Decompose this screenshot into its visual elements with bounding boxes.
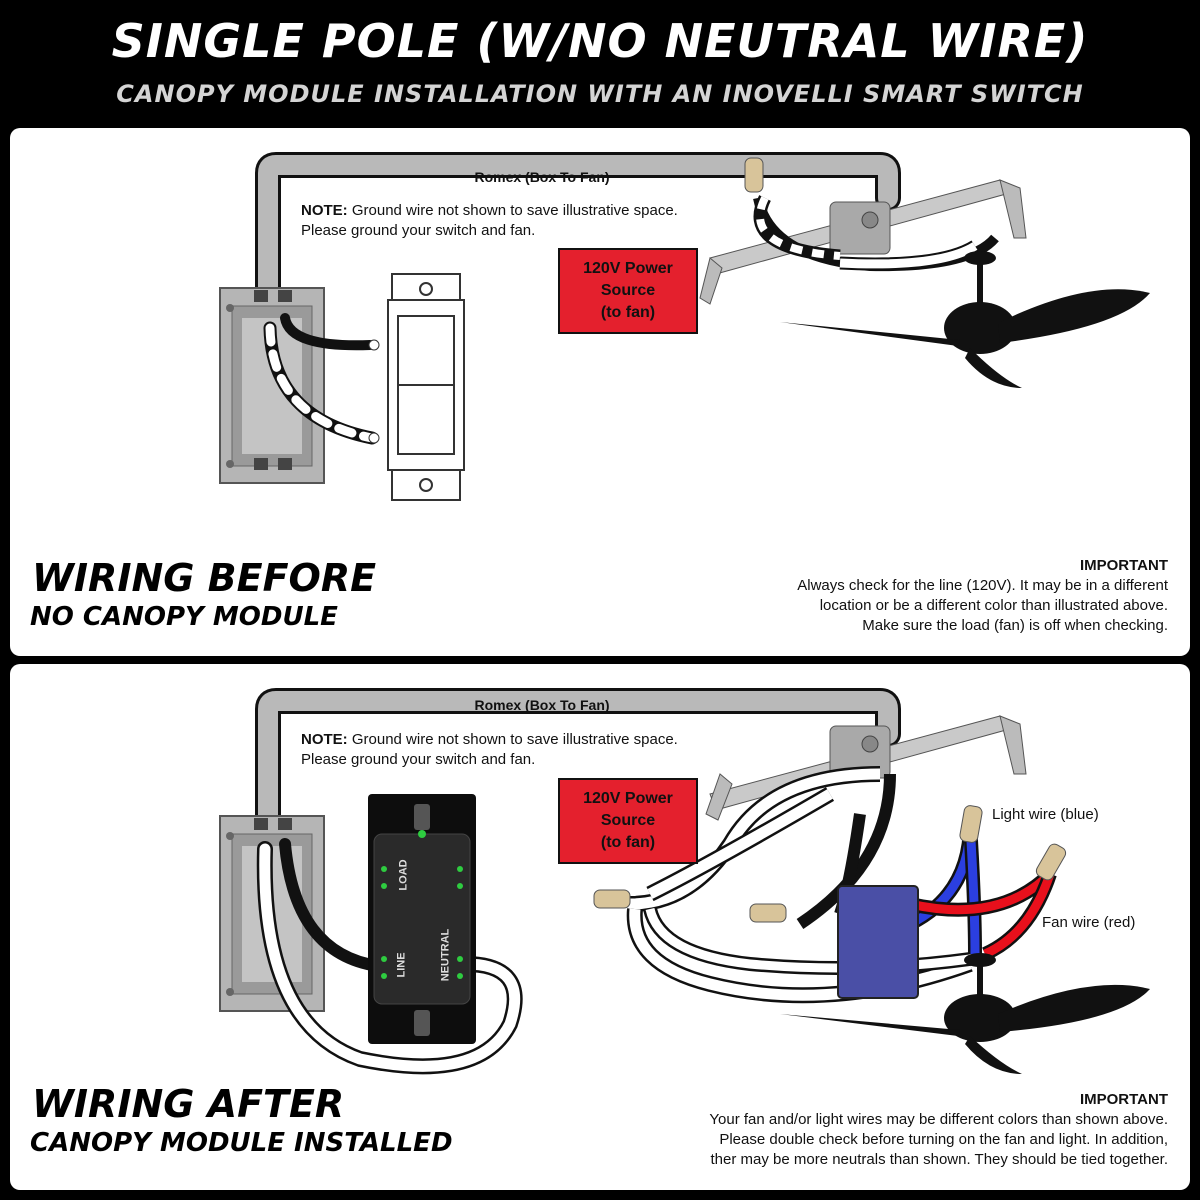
important-line-3: ther may be more neutrals than shown. Th… (710, 1151, 1169, 1168)
power-line-1: 120V Power (583, 790, 673, 807)
important-line-1: Always check for the line (120V). It may… (797, 577, 1168, 594)
panel-wiring-before: Romex (Box To Fan) NOTE: Ground wire not… (10, 128, 1190, 656)
canopy-module-icon (837, 885, 919, 999)
wire-nut-icon (749, 903, 787, 923)
after-diagram (219, 688, 1150, 1075)
romex-label: Romex (Box To Fan) (474, 697, 610, 713)
before-heading: WIRING BEFORE (32, 556, 377, 600)
wire-nut-icon (593, 889, 631, 909)
panel-wiring-after: Romex (Box To Fan) NOTE: Ground wire not… (10, 664, 1190, 1190)
power-line-3: (to fan) (600, 834, 656, 851)
fan-wire-label: Fan wire (red) (1042, 914, 1136, 931)
romex-label: Romex (Box To Fan) (474, 169, 610, 185)
power-line-3: (to fan) (600, 304, 656, 321)
note-label: NOTE: (301, 731, 348, 748)
note-body: Ground wire not shown to save illustrati… (301, 202, 678, 239)
electrical-box-icon (219, 287, 325, 484)
page-title: SINGLE POLE (W/NO NEUTRAL WIRE) (111, 14, 1089, 68)
page-subtitle: CANOPY MODULE INSTALLATION WITH AN INOVE… (116, 80, 1084, 108)
note-text: NOTE: Ground wire not shown to save illu… (301, 201, 681, 241)
note-body: Ground wire not shown to save illustrati… (301, 731, 678, 768)
wire-nut-icon (1035, 843, 1067, 881)
switch-load-label: LOAD (397, 859, 410, 891)
after-important: IMPORTANT Your fan and/or light wires ma… (608, 1090, 1168, 1170)
important-title: IMPORTANT (1079, 1091, 1168, 1108)
power-line-1: 120V Power (583, 260, 673, 277)
power-line-2: Source (600, 282, 656, 299)
important-line-2: Please double check before turning on th… (719, 1131, 1168, 1148)
power-source-box: 120V Power Source (to fan) (558, 778, 698, 864)
ceiling-fan-icon (780, 953, 1150, 1074)
after-subheading: CANOPY MODULE INSTALLED (30, 1128, 453, 1158)
note-label: NOTE: (301, 202, 348, 219)
important-line-3: Make sure the load (fan) is off when che… (862, 617, 1168, 634)
header: SINGLE POLE (W/NO NEUTRAL WIRE) CANOPY M… (0, 0, 1200, 128)
important-line-1: Your fan and/or light wires may be diffe… (709, 1111, 1168, 1128)
light-switch-icon (368, 273, 465, 501)
ceiling-fan-icon (780, 251, 1150, 388)
after-heading: WIRING AFTER (32, 1082, 345, 1126)
before-diagram (219, 152, 1150, 501)
important-line-2: location or be a different color than il… (819, 597, 1168, 614)
before-subheading: NO CANOPY MODULE (30, 602, 338, 632)
wire-nut-icon (959, 805, 983, 843)
light-wire-label: Light wire (blue) (992, 806, 1099, 823)
before-important: IMPORTANT Always check for the line (120… (648, 556, 1168, 636)
switch-neutral-label: NEUTRAL (439, 928, 452, 982)
important-title: IMPORTANT (1079, 557, 1168, 574)
note-text: NOTE: Ground wire not shown to save illu… (301, 730, 681, 770)
power-line-2: Source (600, 812, 656, 829)
power-source-box: 120V Power Source (to fan) (558, 248, 698, 334)
switch-line-label: LINE (395, 952, 408, 978)
smart-switch-icon (368, 794, 476, 1044)
